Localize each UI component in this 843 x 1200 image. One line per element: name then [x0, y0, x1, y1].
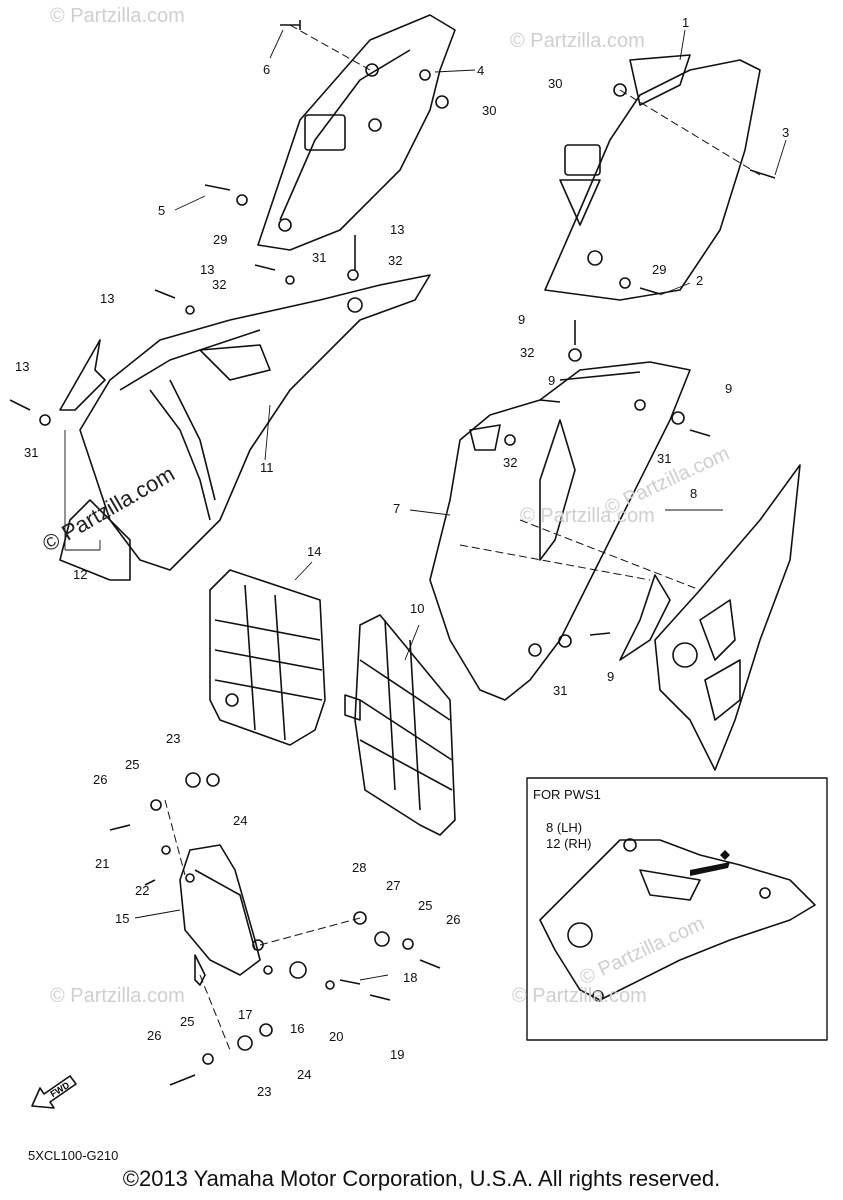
callout-9: 9 — [518, 312, 526, 327]
callout-31: 31 — [24, 445, 39, 460]
part-7-radiator-shroud-right — [429, 361, 691, 701]
callout-31: 31 — [657, 451, 672, 466]
callout-3: 3 — [782, 125, 790, 140]
callout-23: 23 — [257, 1084, 272, 1099]
callout-8: 8 — [690, 486, 698, 501]
inset-decal-marks — [690, 850, 730, 876]
watermark: © Partzilla.com — [512, 985, 647, 1007]
callout-29: 29 — [213, 232, 228, 247]
callout-6: 6 — [263, 62, 271, 77]
callout-7: 7 — [393, 501, 401, 516]
callout-30: 30 — [548, 76, 563, 91]
diagram-code: 5XCL100-G210 — [28, 1148, 119, 1163]
callout-32: 32 — [388, 253, 403, 268]
callout-21: 21 — [95, 856, 110, 871]
part-10-radiator-guard-right — [344, 614, 456, 836]
assembly-lines — [164, 24, 761, 1051]
watermark: © Partzilla.com — [510, 30, 645, 52]
callout-5: 5 — [158, 203, 166, 218]
callout-9: 9 — [548, 373, 556, 388]
inset-title: FOR PWS1 — [533, 787, 601, 802]
callout-9: 9 — [725, 381, 733, 396]
callout-22: 22 — [135, 883, 150, 898]
callout-14: 14 — [307, 544, 322, 559]
callout-20: 20 — [329, 1029, 344, 1044]
part-4-side-cover-left — [257, 14, 456, 251]
inset-label-lh: 8 (LH) — [546, 820, 583, 835]
callout-26: 26 — [93, 772, 108, 787]
callout-29: 29 — [652, 262, 667, 277]
callout-13: 13 — [15, 359, 30, 374]
callout-2: 2 — [696, 273, 704, 288]
part-8-shroud-graphic — [619, 464, 801, 771]
watermark: © Partzilla.com — [50, 5, 185, 27]
callout-31: 31 — [553, 683, 568, 698]
callout-17: 17 — [238, 1007, 253, 1022]
callout-24: 24 — [297, 1067, 312, 1082]
inset-shroud-graphic — [539, 838, 816, 1002]
part-15-reservoir-tank — [179, 844, 264, 986]
copyright: ©2013 Yamaha Motor Corporation, U.S.A. A… — [122, 1166, 721, 1191]
forward-arrow-icon: FWD — [31, 1075, 77, 1109]
callout-25: 25 — [418, 898, 433, 913]
callout-26: 26 — [147, 1028, 162, 1043]
callout-16: 16 — [290, 1021, 305, 1036]
callout-1: 1 — [682, 15, 690, 30]
callout-9: 9 — [607, 669, 615, 684]
inset-box — [526, 777, 828, 1041]
callout-32: 32 — [520, 345, 535, 360]
callout-11: 11 — [260, 460, 274, 475]
callout-15: 15 — [115, 911, 130, 926]
callout-32: 32 — [503, 455, 518, 470]
callout-27: 27 — [386, 878, 401, 893]
part-1-side-cover-right — [544, 54, 761, 301]
inset-label-rh: 12 (RH) — [546, 836, 592, 851]
callout-24: 24 — [233, 813, 248, 828]
watermark: © Partzilla.com — [520, 505, 655, 527]
callout-19: 19 — [390, 1047, 405, 1062]
callout-31: 31 — [312, 250, 327, 265]
callout-12: 12 — [73, 567, 88, 582]
callout-13: 13 — [390, 222, 405, 237]
callout-23: 23 — [166, 731, 181, 746]
washers — [39, 83, 685, 1065]
callout-18: 18 — [403, 970, 418, 985]
callout-32: 32 — [212, 277, 227, 292]
callout-26: 26 — [446, 912, 461, 927]
callout-25: 25 — [125, 757, 140, 772]
callout-30: 30 — [482, 103, 497, 118]
leader-lines — [64, 29, 787, 981]
watermark: © Partzilla.com — [50, 985, 185, 1007]
callout-10: 10 — [410, 601, 425, 616]
part-11-radiator-shroud-left — [59, 274, 431, 581]
callout-25: 25 — [180, 1014, 195, 1029]
callout-13: 13 — [200, 262, 215, 277]
part-14-radiator-guard-left — [209, 569, 326, 746]
callout-4: 4 — [477, 63, 485, 78]
callout-13: 13 — [100, 291, 115, 306]
callout-28: 28 — [352, 860, 367, 875]
